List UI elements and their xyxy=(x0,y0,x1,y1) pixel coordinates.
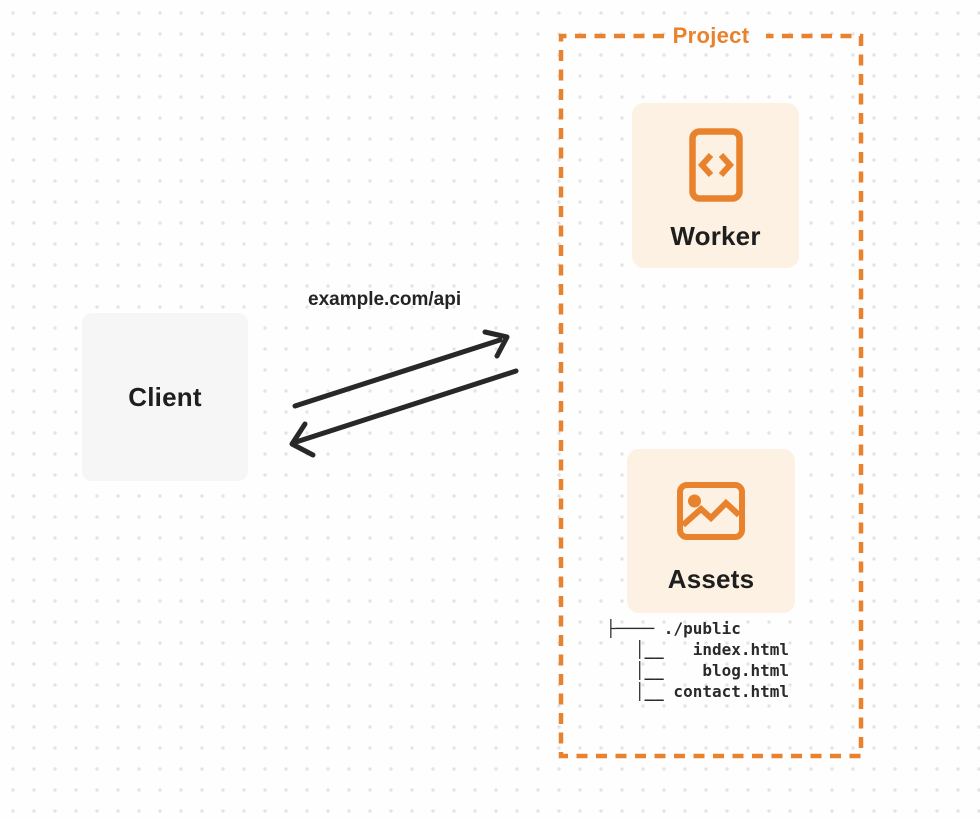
request-url-label: example.com/api xyxy=(308,289,462,310)
code-document-icon xyxy=(688,128,743,202)
client-label: Client xyxy=(128,381,202,412)
client-node: Client xyxy=(82,313,248,481)
worker-node: Worker xyxy=(632,103,799,268)
response-arrow xyxy=(293,368,519,445)
request-arrow xyxy=(292,337,503,409)
image-icon xyxy=(677,482,745,540)
file-tree-item: │__ index.html xyxy=(606,640,790,659)
file-tree: ├──── ./public │__ index.html │__ blog.h… xyxy=(606,618,789,702)
assets-node: Assets xyxy=(627,449,795,613)
request-arrowhead-icon xyxy=(482,329,510,359)
file-tree-root: ├──── ./public xyxy=(606,619,741,638)
file-tree-item: │__ blog.html xyxy=(606,661,790,680)
worker-label: Worker xyxy=(670,221,761,251)
project-label: Project xyxy=(672,23,750,48)
assets-label: Assets xyxy=(667,564,755,594)
response-arrowhead-icon xyxy=(289,421,316,458)
file-tree-item: │__ contact.html xyxy=(606,682,790,701)
